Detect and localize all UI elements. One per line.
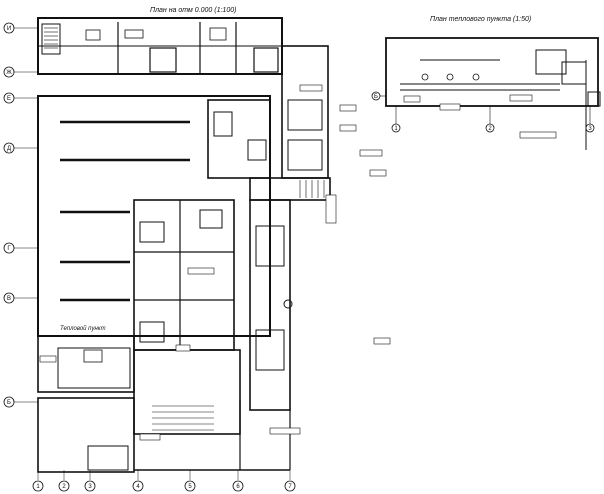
axis-marker-detail: 3 [585, 123, 595, 133]
room-block-2 [253, 47, 279, 73]
axis-marker-left-label: Б [7, 400, 11, 406]
axis-marker-detail-label: 3 [588, 126, 592, 132]
axis-marker-left-label: Е [7, 96, 11, 102]
light-strips [60, 120, 190, 302]
axis-marker-bottom: 5 [184, 480, 196, 492]
axis-marker-detail: Б [371, 91, 381, 101]
heat-point-label: Тепловой пункт [60, 325, 106, 332]
axis-marker-detail: 2 [485, 123, 495, 133]
heat-point-room [37, 335, 135, 393]
axis-marker-left-label: И [7, 26, 11, 32]
axis-marker-left-label: Ж [6, 70, 12, 76]
axis-marker-bottom-label: 6 [236, 484, 240, 490]
axis-marker-bottom: 7 [284, 480, 296, 492]
axis-marker-bottom: 1 [32, 480, 44, 492]
detail-plan-title: План теплового пункта (1:50) [430, 16, 531, 23]
axis-marker-bottom: 3 [84, 480, 96, 492]
bottom-axis-markers: 1 2 3 4 5 6 7 [32, 470, 296, 492]
axis-marker-detail-label: 2 [488, 126, 492, 132]
axis-marker-left-label: В [7, 296, 11, 302]
axis-marker-left: В [3, 292, 15, 304]
main-plan [37, 17, 331, 473]
axis-marker-bottom-label: 1 [36, 484, 40, 490]
left-axis-markers: И Ж Е Д Г В Б [3, 22, 38, 408]
bottom-left-rooms [37, 397, 135, 473]
axis-marker-left-label: Г [7, 246, 11, 252]
axis-marker-left: Г [3, 242, 15, 254]
axis-marker-bottom: 6 [232, 480, 244, 492]
axis-marker-bottom: 4 [132, 480, 144, 492]
axis-marker-bottom: 2 [58, 480, 70, 492]
main-hall-wall [37, 95, 271, 337]
axis-marker-bottom-label: 4 [136, 484, 140, 490]
detail-room-wall [385, 37, 599, 107]
detail-axis-markers: 1 2 3 Б [371, 91, 595, 133]
axis-marker-bottom-label: 2 [62, 484, 66, 490]
axis-marker-detail-label: 1 [394, 126, 398, 132]
axis-marker-detail: 1 [391, 123, 401, 133]
axis-marker-bottom-label: 5 [188, 484, 192, 490]
axis-marker-left: Е [3, 92, 15, 104]
top-stair [41, 23, 61, 55]
room-block-1 [149, 47, 177, 73]
east-wing [249, 199, 291, 411]
axis-marker-left: Ж [3, 66, 15, 78]
bottom-stair-block [133, 349, 241, 435]
axis-marker-left: Д [3, 142, 15, 154]
detail-plan [376, 37, 601, 150]
axis-marker-bottom-label: 7 [288, 484, 292, 490]
main-plan-title: План на отм 0.000 (1:100) [150, 7, 236, 14]
annotation-tags [39, 84, 557, 441]
service-rooms [281, 45, 329, 179]
axis-marker-left-label: Д [7, 146, 11, 152]
axis-marker-left: Б [3, 396, 15, 408]
axis-marker-bottom-label: 3 [88, 484, 92, 490]
utility-block [207, 99, 271, 179]
axis-marker-detail-label: Б [374, 94, 378, 100]
axis-marker-left: И [3, 22, 15, 34]
